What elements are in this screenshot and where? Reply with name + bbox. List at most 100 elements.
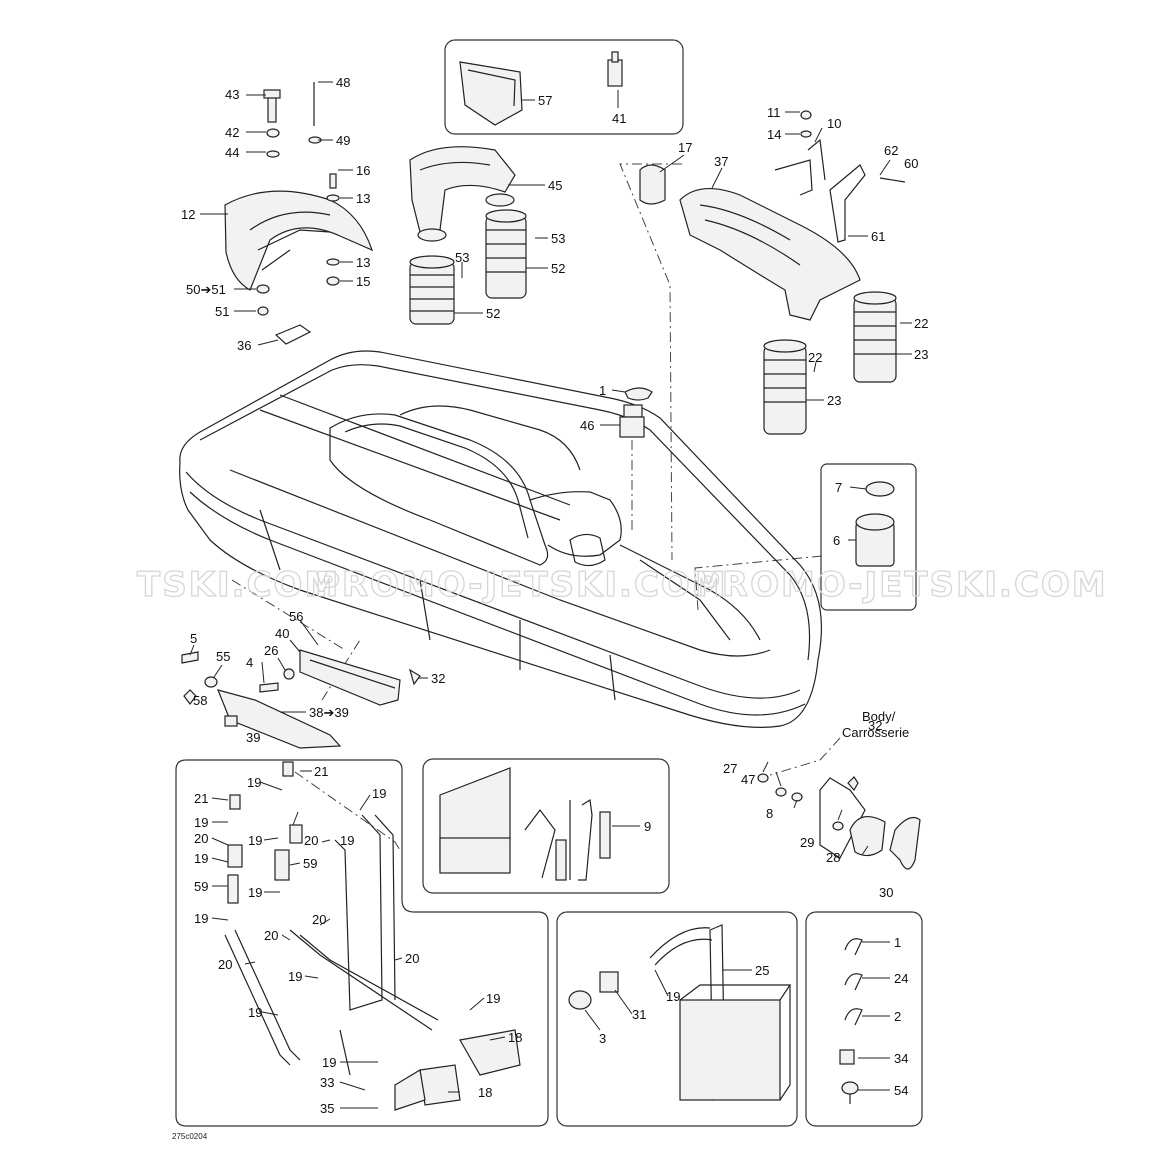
- callout-12: 12: [181, 207, 195, 222]
- callout-28: 28: [826, 850, 840, 865]
- tool-kit-parts: [439, 767, 611, 881]
- callout-58: 58: [193, 693, 207, 708]
- callout-59-right: 59: [303, 856, 317, 871]
- body-label-line1: Body/: [862, 709, 896, 724]
- callout-38-39: 38➔39: [309, 705, 349, 720]
- callout-11: 11: [767, 105, 781, 120]
- callout-44: 44: [225, 145, 239, 160]
- body-label-line2: Carrosserie: [842, 725, 909, 740]
- callout-49: 49: [336, 133, 350, 148]
- callout-47: 47: [741, 772, 755, 787]
- callout-21-top: 21: [314, 764, 328, 779]
- box-hardware: [805, 911, 923, 1127]
- hull: [179, 350, 823, 728]
- dash-line-cover: [694, 555, 823, 611]
- callout-23-right: 23: [914, 347, 928, 362]
- box-battery: [556, 911, 798, 1127]
- callout-19-j: 19: [248, 1005, 262, 1020]
- callout-16: 16: [356, 163, 370, 178]
- callout-3: 3: [599, 1031, 606, 1046]
- callout-19-g: 19: [248, 885, 262, 900]
- callout-54: 54: [894, 1083, 908, 1098]
- callout-33: 33: [320, 1075, 334, 1090]
- bellows-left: [409, 255, 455, 325]
- cover-parts: [855, 481, 895, 567]
- callout-42: 42: [225, 125, 239, 140]
- callout-37: 37: [714, 154, 728, 169]
- callout-45: 45: [548, 178, 562, 193]
- callout-31: 31: [632, 1007, 646, 1022]
- callout-32-body: 32: [868, 718, 882, 733]
- callout-labels: 43 48 42 49 44 16 13 12 13 15 50➔51 51 3…: [181, 75, 928, 1116]
- callout-25: 25: [755, 963, 769, 978]
- callout-17: 17: [678, 140, 692, 155]
- watermark-2: PROMO-JETSKI.COM: [315, 565, 728, 605]
- callout-52-right: 52: [551, 261, 565, 276]
- callout-20-f: 20: [405, 951, 419, 966]
- bellows-upper-right: [853, 291, 897, 383]
- callout-20-e: 20: [218, 957, 232, 972]
- callout-22-left: 22: [808, 350, 822, 365]
- handle-assembly: [224, 82, 373, 345]
- dash-line-body: [769, 737, 841, 776]
- callout-59-left: 59: [194, 879, 208, 894]
- box-hoses: [175, 759, 549, 1127]
- callout-30: 30: [879, 885, 893, 900]
- body-hardware: [757, 773, 921, 870]
- callout-39: 39: [246, 730, 260, 745]
- callout-15: 15: [356, 274, 370, 289]
- callout-19-e: 19: [340, 833, 354, 848]
- callout-18-top: 18: [508, 1030, 522, 1045]
- callout-62: 62: [884, 143, 898, 158]
- bracket-parts: [774, 110, 906, 243]
- callout-34: 34: [894, 1051, 908, 1066]
- callout-20-a: 20: [304, 833, 318, 848]
- callout-20-d: 20: [264, 928, 278, 943]
- dash-line-air-duct: [619, 163, 682, 561]
- watermark-3: PROMO-JETSKI.COM: [695, 565, 1108, 605]
- callout-53-right: 53: [551, 231, 565, 246]
- callout-19-b: 19: [372, 786, 386, 801]
- callout-19-l: 19: [322, 1055, 336, 1070]
- callout-19-battery: 19: [666, 989, 680, 1004]
- callout-10: 10: [827, 116, 841, 131]
- callout-20-b: 20: [194, 831, 208, 846]
- callout-20-c: 20: [312, 912, 326, 927]
- box-tool-kit: [422, 758, 670, 894]
- callout-29: 29: [800, 835, 814, 850]
- bellows-right: [485, 209, 527, 299]
- callout-4: 4: [246, 655, 253, 670]
- callout-7: 7: [835, 480, 842, 495]
- bellows-lower-right: [763, 339, 807, 435]
- callout-2: 2: [894, 1009, 901, 1024]
- callout-18-bottom: 18: [478, 1085, 492, 1100]
- callout-9: 9: [644, 819, 651, 834]
- callout-13-top: 13: [356, 191, 370, 206]
- callout-1-plug: 1: [599, 383, 606, 398]
- callout-61: 61: [871, 229, 885, 244]
- callout-46: 46: [580, 418, 594, 433]
- grab-handle-parts: [459, 51, 623, 126]
- callout-14: 14: [767, 127, 781, 142]
- callout-48: 48: [336, 75, 350, 90]
- callout-19-c: 19: [194, 815, 208, 830]
- exhaust-duct: [409, 146, 516, 242]
- callout-56: 56: [289, 609, 303, 624]
- callout-40: 40: [275, 626, 289, 641]
- callout-60: 60: [904, 156, 918, 171]
- callout-41: 41: [612, 111, 626, 126]
- callout-22-right: 22: [914, 316, 928, 331]
- callout-55: 55: [216, 649, 230, 664]
- callout-52-left: 52: [486, 306, 500, 321]
- watermark-1: TSKI.COM: [137, 565, 340, 605]
- battery-parts: [568, 924, 792, 1101]
- callout-50-51: 50➔51: [186, 282, 226, 297]
- air-duct: [639, 164, 861, 321]
- callout-53-left: 53: [455, 250, 469, 265]
- diagram-code: 275c0204: [172, 1132, 208, 1141]
- rail-assembly: [181, 649, 421, 749]
- callout-21-left: 21: [194, 791, 208, 806]
- box-grab-handle: [444, 39, 684, 135]
